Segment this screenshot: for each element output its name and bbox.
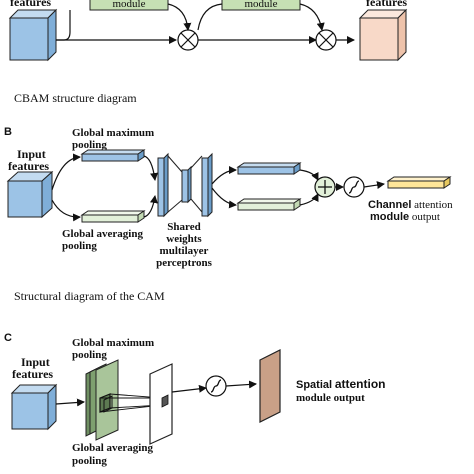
panel-a-multiply-icon-2 [315,29,337,51]
panel-b-input-label-1: Input [17,147,46,161]
panel-b-letter: B [4,126,12,138]
panel-b-max-pool-bar [80,149,146,162]
panel-c-input-label-1: Input [21,355,50,369]
panel-c-gap-label-2: pooling [72,455,107,467]
panel-b-max-to-mlp [143,155,159,181]
panel-a-module-left-label: module [113,0,146,10]
panel-b-mlp-out-avg-bar [236,198,302,211]
panel-b-avg-pool-bar [80,210,146,223]
panel-c-map-to-sigmoid [171,384,207,393]
panel-a-module-to-mult-1 [167,3,192,31]
panel-b-branch-avg [51,199,81,222]
panel-b-output-label-2: module output [370,211,440,223]
panel-c: C Global maximum pooling Input features [4,332,386,467]
panel-c-sigmoid-icon [205,375,227,397]
panel-a-input-branch-up [56,10,71,41]
panel-b-sigmoid-to-output [363,181,385,189]
panel-a-multiply-icon-1 [177,29,199,51]
panel-b-gap-label-2: pooling [62,240,97,252]
panel-b-mlp-to-top-out [211,166,237,185]
panel-b-bottom-to-add [299,193,319,206]
panel-a-output-cube [358,8,408,62]
panel-b-add-icon [314,176,336,198]
panel-b: B Input features Global maximum pooling … [4,126,453,303]
panel-b-input-label-2: features [8,159,49,173]
panel-c-gmp-label-1: Global maximum [72,337,154,349]
panel-a-caption: CBAM structure diagram [14,91,137,105]
panel-b-output-label-1: Channel attention [368,199,453,211]
panel-c-letter: C [4,332,12,344]
panel-c-gmp-label-2: pooling [72,349,107,361]
panel-b-caption: Structural diagram of the CAM [14,289,165,303]
panel-c-input-to-stack [55,398,85,407]
panel-a: features module module fea [8,0,408,105]
panel-b-mlp-label-1: Shared [167,221,200,233]
panel-c-output-label-1: Spatial attention [296,377,386,391]
panel-b-gap-label-1: Global averaging [62,228,143,240]
panel-b-mlp-out-max-bar [236,162,302,175]
panel-a-spatial-module-box [221,0,301,11]
panel-b-avg-to-mlp [143,195,158,218]
panel-a-output-label: features [366,0,407,9]
panel-b-mlp-label-2: weights [166,233,202,245]
panel-b-input-cube [6,170,54,219]
panel-b-mlp-label-3: multilayer [160,245,209,257]
panel-b-output-bar [386,176,452,189]
panel-a-module-to-mult-2 [299,3,325,31]
panel-a-channel-module-box [89,0,169,11]
panel-b-sigmoid-icon [343,176,365,198]
panel-a-module-right-label: module [245,0,278,10]
panel-c-input-label-2: features [12,367,53,381]
panel-b-gmp-label-2: pooling [72,139,107,151]
panel-b-top-to-add [299,169,319,181]
panel-c-pooled-stack [85,359,119,441]
panel-b-gmp-label-1: Global maximum [72,127,154,139]
panel-a-input-label: features [10,0,51,9]
panel-c-conv-map [149,363,173,445]
panel-a-mult-1-to-module [197,3,223,31]
panel-c-spatial-map [259,349,281,423]
panel-c-sigmoid-to-output [225,380,257,389]
panel-b-branch-max [51,153,81,191]
panel-c-output-label-2: module output [296,392,365,404]
panel-a-input-cube [8,8,58,62]
panel-b-mlp-label-4: perceptrons [156,257,213,269]
panel-c-gap-label-1: Global averaging [72,442,153,454]
panel-b-shared-mlp [157,152,213,218]
panel-c-input-cube [10,383,58,431]
panel-b-mlp-to-bottom-out [211,187,237,209]
